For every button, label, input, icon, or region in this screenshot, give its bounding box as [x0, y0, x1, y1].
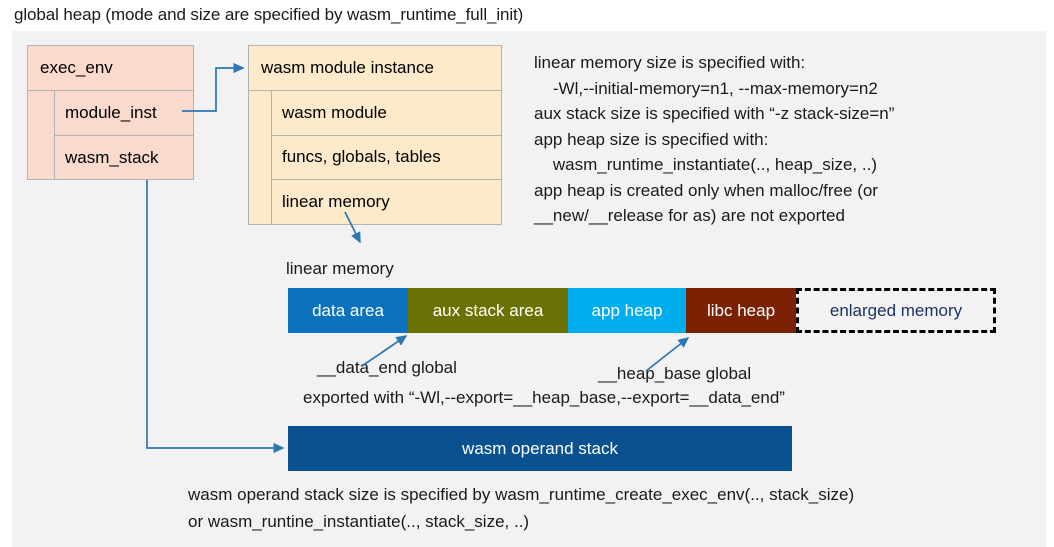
- linear-memory-note-line-0: linear memory size is specified with:: [534, 53, 806, 72]
- linear-memory-note-line-2: aux stack size is specified with “-z sta…: [534, 104, 895, 123]
- linear-memory-note-line-1: -Wl,--initial-memory=n1, --max-memory=n2: [534, 78, 878, 98]
- field-funcs-globals-tables: funcs, globals, tables: [272, 136, 501, 181]
- linear-memory-note-line-6: __new/__release for as) are not exported: [534, 206, 845, 225]
- wasm-module-instance-fields: wasm module funcs, globals, tables linea…: [272, 91, 501, 225]
- page-title: global heap (mode and size are specified…: [14, 5, 524, 24]
- memory-segment-aux-stack-area: aux stack area: [408, 288, 568, 333]
- wasm-module-instance-body: wasm module funcs, globals, tables linea…: [249, 91, 501, 225]
- linear-memory-note-line-3: app heap size is specified with:: [534, 129, 769, 149]
- memory-segment-data-area: data area: [288, 288, 408, 333]
- wasm-module-instance-box: wasm module instance wasm module funcs, …: [248, 45, 502, 225]
- exec-env-box: exec_env module_inst wasm_stack: [27, 45, 194, 180]
- wasm-module-instance-gutter: [249, 91, 272, 225]
- memory-segment-enlarged-memory: enlarged memory: [796, 288, 996, 333]
- linear-memory-notes: linear memory size is specified with: -W…: [534, 50, 1046, 229]
- exec-env-fields: module_inst wasm_stack: [55, 91, 193, 180]
- field-linear-memory: linear memory: [282, 192, 390, 212]
- wasm-operand-stack-bar: wasm operand stack: [288, 426, 792, 471]
- memory-segment-app-heap: app heap: [568, 288, 686, 333]
- annotation-exported-with: exported with “-Wl,--export=__heap_base,…: [303, 388, 785, 407]
- exec-env-header: exec_env: [28, 46, 193, 91]
- exec-env-field-wasm-stack: wasm_stack: [65, 147, 159, 167]
- exec-env-body: module_inst wasm_stack: [28, 91, 193, 180]
- annotation-heap-base: __heap_base global: [598, 364, 752, 383]
- linear-memory-note-line-5: app heap is created only when malloc/fre…: [534, 180, 878, 200]
- operand-stack-note: wasm operand stack size is specified by …: [188, 481, 1048, 535]
- operand-stack-note-line-0: wasm operand stack size is specified by …: [188, 485, 855, 504]
- memory-segment-libc-heap: libc heap: [686, 288, 796, 333]
- linear-memory-bar-label: linear memory: [286, 259, 394, 278]
- exec-env-gutter: [28, 91, 55, 180]
- annotation-data-end: __data_end global: [317, 358, 457, 377]
- linear-memory-note-line-4: wasm_runtime_instantiate(.., heap_size, …: [534, 155, 877, 174]
- operand-stack-note-line-1: or wasm_runtine_instantiate(.., stack_si…: [188, 512, 530, 531]
- wasm-module-instance-header: wasm module instance: [249, 46, 501, 91]
- field-wasm-module: wasm module: [272, 91, 501, 136]
- exec-env-field-module-inst: module_inst: [55, 91, 193, 136]
